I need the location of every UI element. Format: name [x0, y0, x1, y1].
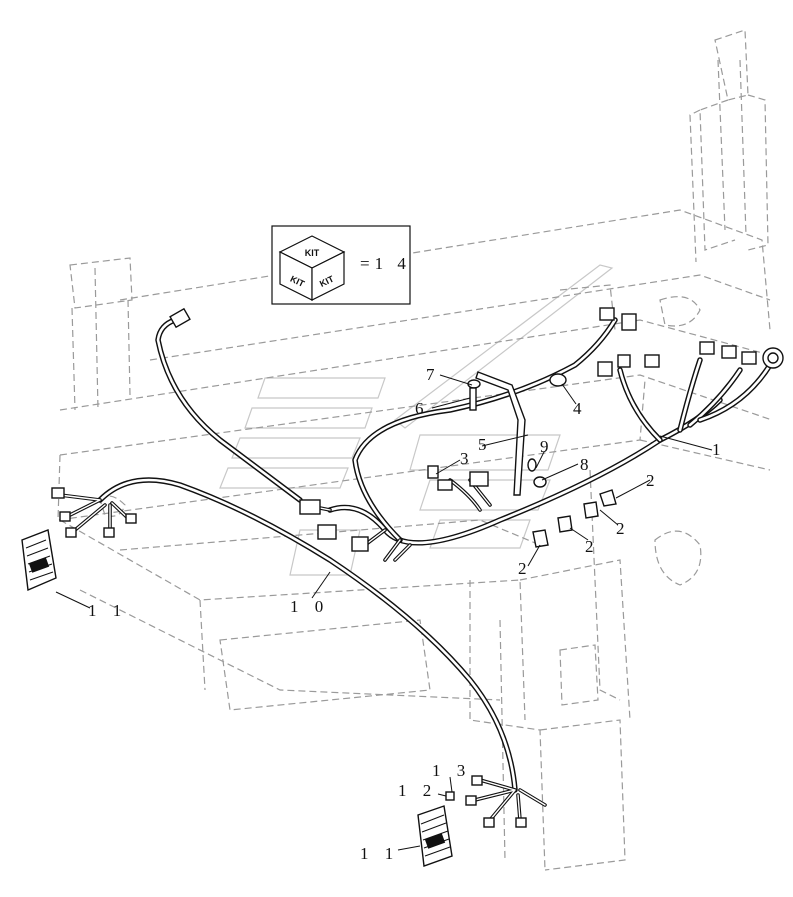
callout-12: 1 2: [398, 781, 437, 800]
callout-3: 3: [460, 449, 475, 468]
callout-8: 8: [580, 455, 595, 474]
callout-13: 1 3: [432, 761, 471, 780]
callout-9: 9: [540, 437, 555, 456]
connectors: [51, 307, 784, 828]
wiring-harness: [58, 317, 773, 822]
kit-quantity: =1 4: [360, 254, 411, 273]
callout-7: 7: [426, 365, 441, 384]
rear-lamp-left: [21, 529, 57, 592]
kit-box: KIT KIT KIT =1 4: [271, 225, 411, 305]
callout-2: 2: [518, 559, 533, 578]
callout-labels: 1 2 2 2 2 3 4 5 6 7 8 9 1 0 1 1 1 1 1 2 …: [88, 365, 727, 863]
kit-cube-icon: KIT KIT KIT: [278, 235, 346, 301]
rear-lamp-right: [417, 805, 453, 867]
callout-1: 1: [712, 440, 727, 459]
callout-2: 2: [646, 471, 661, 490]
callout-10: 1 0: [290, 597, 329, 616]
callout-5: 5: [478, 435, 493, 454]
callout-2: 2: [585, 537, 600, 556]
kit-label-top: KIT: [305, 248, 320, 258]
callout-11: 1 1: [88, 601, 127, 620]
leader-lines: [55, 374, 713, 851]
chassis-outline: [57, 29, 773, 871]
callout-2: 2: [616, 519, 631, 538]
callout-4: 4: [573, 399, 588, 418]
callout-6: 6: [415, 399, 430, 418]
callout-11: 1 1: [360, 844, 399, 863]
